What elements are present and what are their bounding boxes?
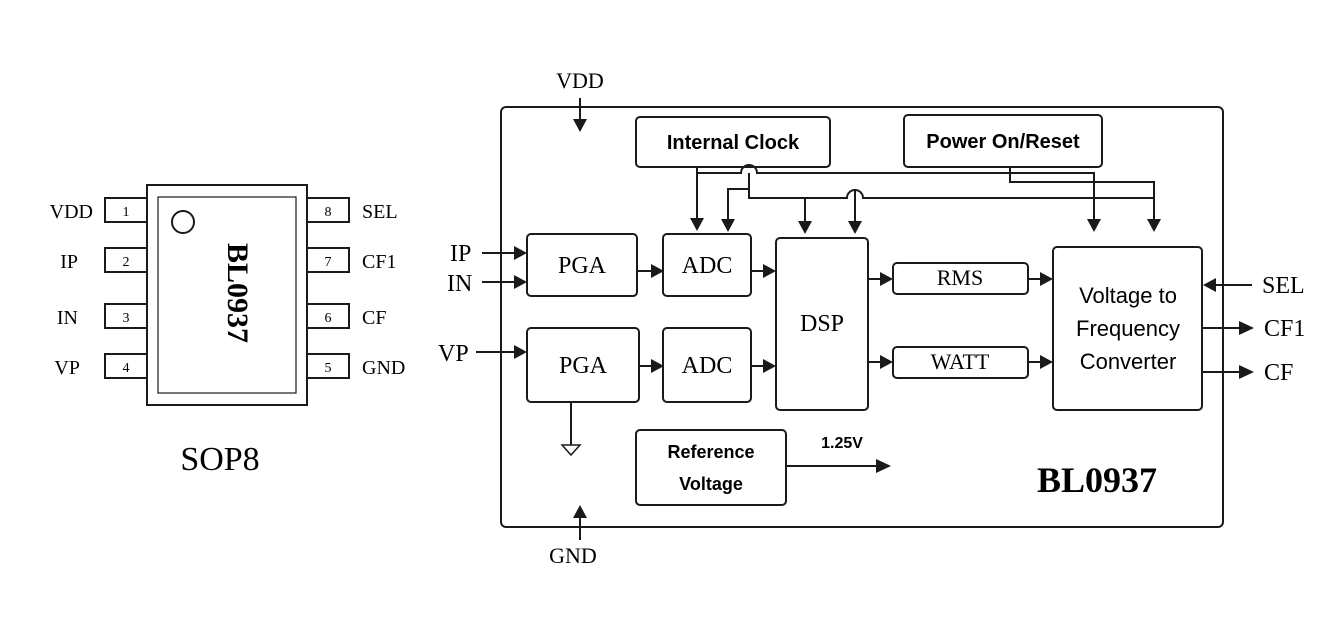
pin-1-name: VDD: [50, 201, 93, 223]
vp-arrow: [514, 345, 527, 359]
internal-clock-block: [635, 116, 831, 168]
pin-1-number: 1: [123, 205, 130, 220]
reference-value-label: 1.25V: [821, 435, 863, 452]
cf1-arrow: [1239, 321, 1254, 335]
pin-6-number: 6: [325, 311, 332, 326]
pin-3-name: IN: [57, 307, 78, 329]
gnd-arrow: [573, 505, 587, 518]
ground-symbol-icon: [560, 444, 582, 457]
pin-6: [306, 303, 350, 329]
adc2-to-dsp-arrow: [763, 359, 776, 373]
vfc-label-line1: Voltage to: [1079, 283, 1177, 308]
block-diagram: VDD GND Internal Clock Power On/Reset: [438, 68, 1305, 568]
pin-6-name: CF: [362, 307, 386, 329]
pga2-to-adc2-arrow: [651, 359, 664, 373]
pin-2-number: 2: [123, 255, 130, 270]
sel-arrow: [1203, 278, 1216, 292]
pin-3: [104, 303, 148, 329]
adc-voltage-label: ADC: [682, 353, 733, 379]
pin-3-number: 3: [123, 311, 130, 326]
clock-distribution: [690, 164, 1154, 234]
pin-7-number: 7: [325, 255, 332, 270]
pin-2: [104, 247, 148, 273]
pin-5-number: 5: [325, 361, 332, 376]
pin-8: [306, 197, 350, 223]
package-inner-outline: [157, 196, 297, 394]
dsp-block: [775, 237, 869, 411]
dsp-to-watt-arrow: [880, 355, 893, 369]
in-arrow: [514, 275, 527, 289]
pga1-to-adc1-arrow: [651, 264, 664, 278]
rms-label: RMS: [937, 265, 983, 290]
cf1-output-label: CF1: [1264, 316, 1305, 342]
chip-name-label: BL0937: [1037, 460, 1157, 500]
pga-current-label: PGA: [558, 253, 607, 279]
package-body: [146, 184, 308, 406]
reference-voltage-block: [635, 429, 787, 506]
reference-label-line1: Reference: [667, 442, 754, 462]
pin-7: [306, 247, 350, 273]
vfc-label-line2: Frequency: [1076, 316, 1180, 341]
vdd-arrow: [573, 119, 587, 132]
adc1-to-dsp-arrow: [763, 264, 776, 278]
vp-input-label: VP: [438, 341, 469, 367]
pin-5-name: GND: [362, 357, 405, 379]
power-on-reset-label: Power On/Reset: [926, 131, 1080, 153]
pga-current-block: [526, 233, 638, 297]
pin-8-name: SEL: [362, 201, 398, 223]
pin-5: [306, 353, 350, 379]
cf-output-label: CF: [1264, 360, 1293, 386]
pin-4-number: 4: [123, 361, 130, 376]
pga-voltage-label: PGA: [559, 353, 608, 379]
pin-1: [104, 197, 148, 223]
watt-to-vfc-arrow: [1040, 355, 1053, 369]
adc-current-label: ADC: [682, 253, 733, 279]
pin-4-name: VP: [54, 357, 80, 379]
package-type-label: SOP8: [180, 441, 259, 478]
pin-7-name: CF1: [362, 251, 396, 273]
dsp-to-rms-arrow: [880, 272, 893, 286]
pin-8-number: 8: [325, 205, 332, 220]
adc-current-block: [662, 233, 752, 297]
pin-4: [104, 353, 148, 379]
cf-arrow: [1239, 365, 1254, 379]
vdd-label: VDD: [556, 68, 604, 93]
sop8-package: BL0937 1 2 3 4 VDD IP IN VP 8 7 6 5 SEL …: [50, 184, 405, 478]
power-on-reset-block: [903, 114, 1103, 168]
internal-clock-label: Internal Clock: [667, 132, 800, 154]
vfc-label-line3: Converter: [1080, 349, 1177, 374]
package-part-label: BL0937: [221, 243, 254, 343]
in-input-label: IN: [447, 271, 472, 297]
ip-input-label: IP: [450, 241, 471, 267]
rms-to-vfc-arrow: [1040, 272, 1053, 286]
reset-distribution: [1009, 167, 1161, 232]
watt-label: WATT: [931, 349, 990, 374]
pin1-marker: [171, 210, 195, 234]
ip-arrow: [514, 246, 527, 260]
sel-input-label: SEL: [1262, 273, 1305, 299]
dsp-label: DSP: [800, 311, 844, 337]
pin-2-name: IP: [60, 251, 78, 273]
gnd-label: GND: [549, 543, 597, 568]
reference-output-arrow: [876, 459, 891, 473]
reference-label-line2: Voltage: [679, 474, 743, 494]
